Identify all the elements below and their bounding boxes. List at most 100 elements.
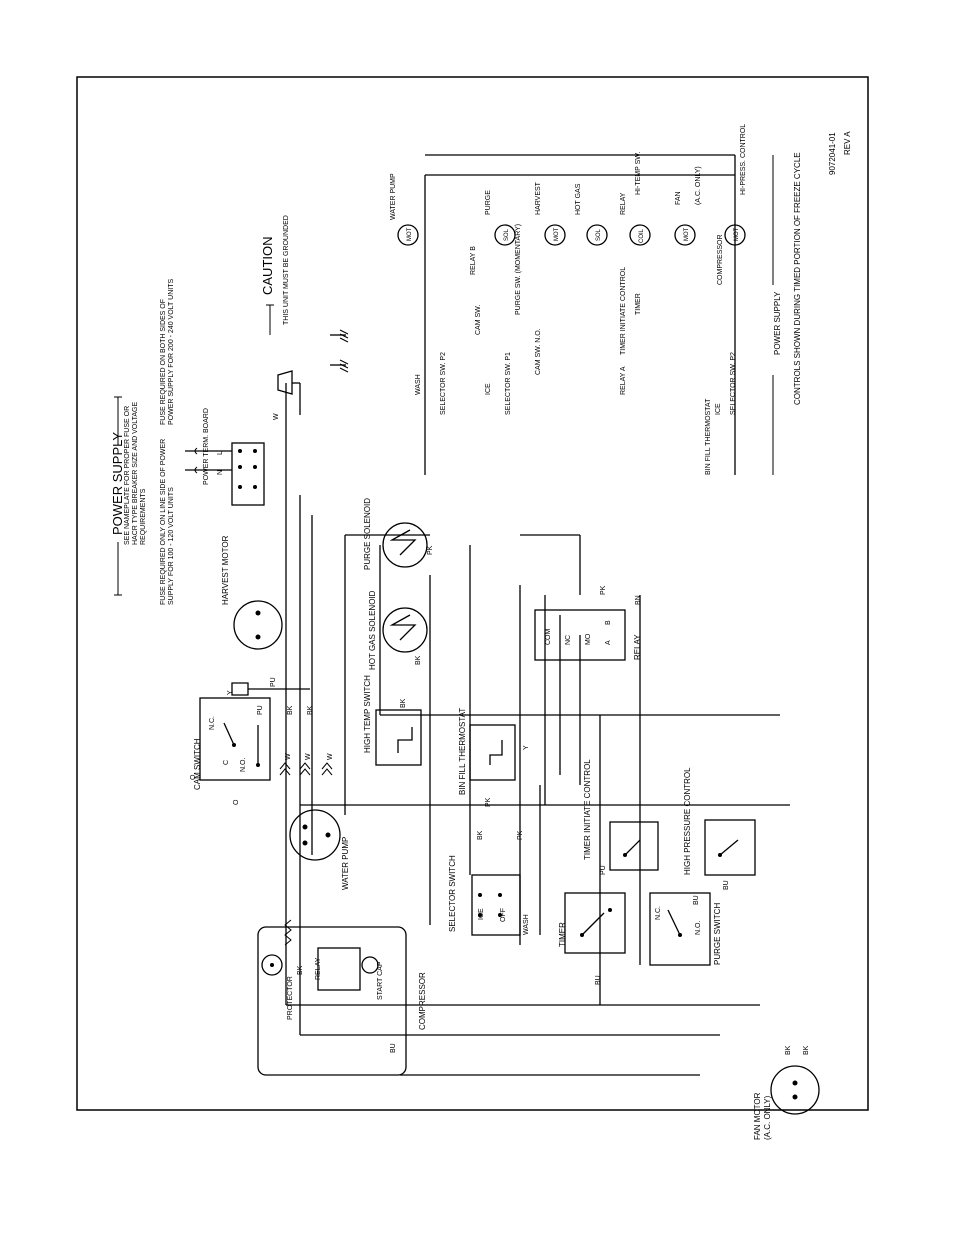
ladder-ice: ICE [485, 383, 492, 395]
ladder-mot-1: MOT [407, 227, 413, 241]
ladder-sol-2: SOL [596, 228, 602, 241]
compressor-relay-label: RELAY [315, 957, 322, 980]
ladder-ice2: ICE [715, 403, 722, 415]
wire-bu-purge: BU [693, 895, 700, 905]
ground-plug: W [273, 370, 301, 475]
ladder-sol-1: SOL [504, 228, 510, 241]
wire-bundle [285, 475, 790, 1076]
wire-bk-ht: BK [400, 698, 407, 708]
ladder-compressor: COMPRESSOR [717, 234, 724, 285]
harvest-motor-label: HARVEST MOTOR [221, 535, 230, 605]
fuse-note-both-sides: FUSE REQUIRED ON BOTH SIDES OF POWER SUP… [160, 278, 175, 425]
ladder-water-pump: WATER PUMP [390, 173, 397, 220]
selector-switch-label: SELECTOR SWITCH [448, 855, 457, 932]
wire-bk-fan-b: BK [803, 1045, 810, 1055]
cam-c-label: C [223, 760, 230, 765]
purge-no-label: N.O. [695, 921, 702, 935]
hot-gas-solenoid: HOT GAS SOLENOID BK [368, 590, 428, 670]
wire-o-a: O [190, 774, 197, 780]
purge-solenoid-label: PURGE SOLENOID [363, 498, 372, 570]
drawing-number: 9072041-01 [828, 132, 837, 175]
power-supply-title: POWER SUPPLY [110, 432, 125, 535]
caution-title: CAUTION [260, 237, 275, 296]
ladder-fan: FAN [675, 191, 682, 205]
power-term-board: POWER TERM. BOARD L N [185, 408, 265, 506]
fan-ac-label: (A.C. ONLY) [763, 1095, 772, 1140]
wire-pk-relay: PK [600, 585, 607, 595]
drawing-id: 9072041-01 REV A [828, 131, 852, 175]
relay-nc-label: NC [565, 635, 572, 645]
wire-y-bf: Y [523, 745, 530, 750]
wire-pk-ps-a: PK [427, 545, 434, 555]
high-temp-switch[interactable]: HIGH TEMP SWITCH BK [363, 675, 422, 766]
ladder-relay-a: RELAY A [620, 366, 627, 395]
ladder-ac-only: (A.C. ONLY) [695, 166, 702, 205]
purge-switch[interactable]: PURGE SWITCH N.C. N.O. BU [649, 892, 722, 966]
high-pressure-label: HIGH PRESSURE CONTROL [683, 767, 692, 875]
drawing-frame [76, 76, 869, 1111]
ladder-harvest: HARVEST [535, 181, 542, 215]
plug-wire-w: W [273, 413, 280, 420]
water-pump: WATER PUMP [289, 809, 350, 890]
ladder-purge-sw: PURGE SW. (MOMENTARY) [515, 224, 522, 315]
ladder-hi-temp: HI-TEMP SW. [635, 152, 642, 195]
timer[interactable]: TIMER BU PU [558, 865, 626, 985]
timer-initiate-control[interactable]: TIMER INITIATE CONTROL [583, 759, 659, 871]
caution-note: THIS UNIT MUST BE GROUNDED [283, 215, 290, 325]
cam-nc-label: N.C. [209, 716, 216, 730]
wire-pu-b: PU [257, 705, 264, 715]
wire-bk-b: BK [307, 705, 314, 715]
terminal-n-label: N [217, 470, 224, 475]
ladder-wash: WASH [415, 374, 422, 395]
wire-pu-a: PU [270, 677, 277, 687]
fan-motor: FAN MOTOR (A.C. ONLY) BK BK [753, 1045, 820, 1140]
ladder-diagram: MOT WATER PUMP SOL PURGE MOT HARVEST SOL… [390, 124, 802, 475]
cam-switch[interactable]: CAM SWITCH N.C. N.O. C O O PU Y [190, 690, 271, 805]
timer-initiate-label: TIMER INITIATE CONTROL [583, 759, 592, 860]
hot-gas-label: HOT GAS SOLENOID [368, 590, 377, 670]
wire-w-c: W [327, 753, 334, 760]
ladder-sel-p1: SELECTOR SW. P1 [505, 352, 512, 415]
wire-w-a: W [285, 753, 292, 760]
selector-wash-label: WASH [523, 914, 530, 935]
relay-label: RELAY [633, 634, 642, 660]
fuse-notes: FUSE REQUIRED ONLY ON LINE SIDE OF POWER… [160, 278, 175, 605]
bin-fill-label: BIN FILL THERMOSTAT [458, 708, 467, 795]
selector-switch[interactable]: SELECTOR SWITCH ICE OFF WASH BK PK [448, 830, 530, 936]
wire-pk-bf: PK [485, 797, 492, 807]
ladder-bin-fill: BIN FILL THERMOSTAT [705, 398, 712, 475]
ladder-relay: RELAY [620, 192, 627, 215]
relay-b-label: B [605, 620, 612, 625]
ladder-cam-sw-no: CAM SW. N.O. [535, 328, 542, 375]
high-pressure-control[interactable]: HIGH PRESSURE CONTROL BU [683, 767, 756, 890]
timer-label: TIMER [558, 922, 567, 947]
start-cap-label: START CAP [377, 961, 384, 1000]
terminal-l-label: L [217, 451, 224, 455]
wire-bk-sel: BK [477, 830, 484, 840]
compressor: COMPRESSOR PROTECTOR RELAY START CAP BK … [257, 919, 427, 1076]
ladder-power-supply: POWER SUPPLY [773, 291, 782, 355]
wire-connector-arrows: W W W BK BK [279, 705, 334, 776]
protector-label: PROTECTOR [287, 976, 294, 1020]
wire-bk-a: BK [287, 705, 294, 715]
cam-no-label: N.O. [240, 758, 247, 772]
wire-w-b: W [305, 753, 312, 760]
power-supply-block: POWER SUPPLY SEE NAMEPLATE FOR PROPER FU… [110, 396, 147, 596]
compressor-label: COMPRESSOR [418, 972, 427, 1030]
wire-y-a: Y [227, 690, 234, 695]
ladder-mot-2: MOT [554, 227, 560, 241]
relay[interactable]: RELAY COM NC MO A B PK BN [534, 585, 642, 661]
purge-nc-label: N.C. [655, 906, 662, 920]
purge-solenoid: PURGE SOLENOID PK [363, 498, 434, 570]
wire-bk-hg: BK [415, 655, 422, 665]
bin-fill-thermostat[interactable]: BIN FILL THERMOSTAT PK Y [458, 708, 530, 807]
ladder-mot-3: MOT [684, 227, 690, 241]
purge-switch-label: PURGE SWITCH [713, 903, 722, 965]
ladder-timer-init: TIMER INITIATE CONTROL [620, 267, 627, 355]
revision-label: REV A [843, 131, 852, 155]
ladder-coil: COIL [639, 228, 645, 243]
wire-bu-timer: BU [595, 975, 602, 985]
fuse-note-line-side: FUSE REQUIRED ONLY ON LINE SIDE OF POWER… [160, 438, 175, 605]
wire-pu-timer: PU [600, 865, 607, 875]
ladder-mot-4: MOT [734, 227, 740, 241]
